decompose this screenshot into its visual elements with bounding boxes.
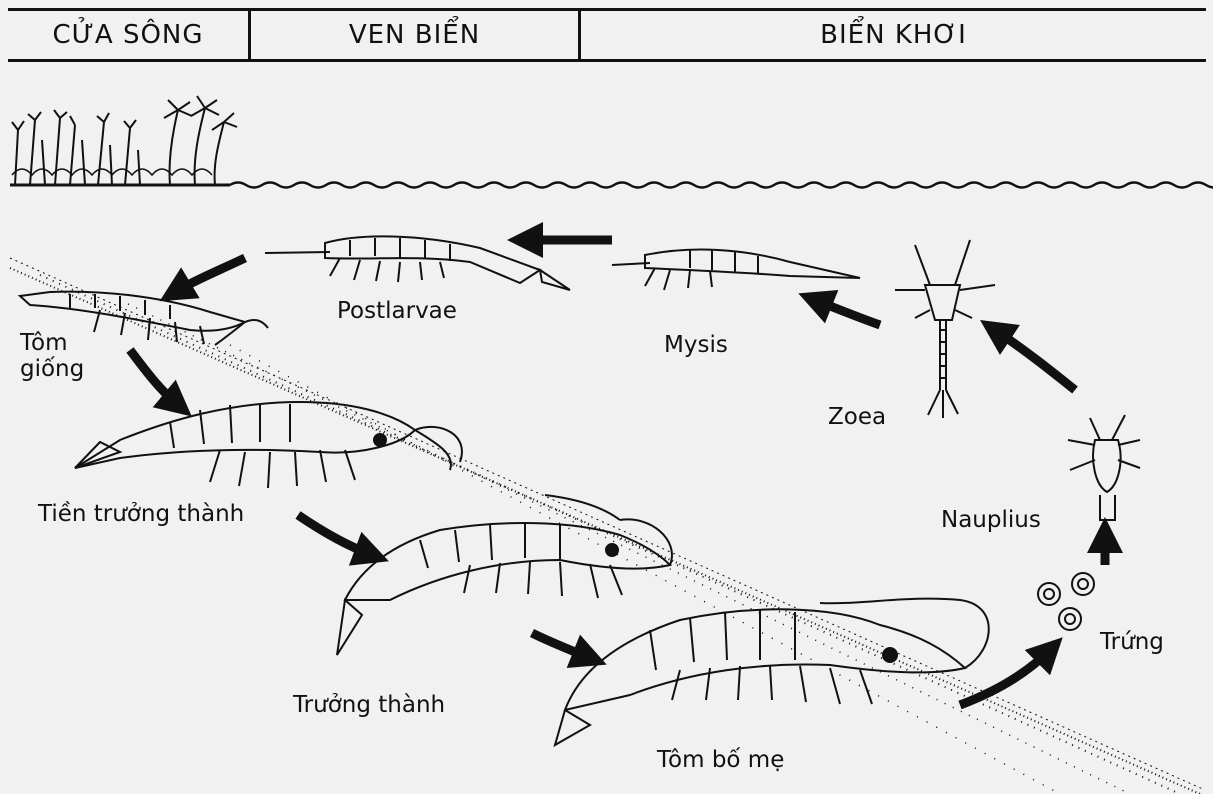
shore-vegetation (10, 96, 237, 185)
label-nauplius: Nauplius (941, 507, 1041, 533)
label-postlarvae: Postlarvae (337, 298, 457, 324)
label-truong-thanh: Trưởng thành (293, 692, 445, 718)
label-tom-bo-me: Tôm bố mẹ (657, 747, 784, 773)
arrow-eggs-to-broodstock (960, 650, 1050, 705)
arrow-nauplius-to-zoea (995, 330, 1075, 390)
water-surface (230, 183, 1213, 188)
subadult-shrimp (75, 402, 462, 488)
mysis-shrimp (612, 250, 860, 290)
label-zoea: Zoea (828, 404, 886, 430)
nauplius-larva (1068, 415, 1140, 520)
postlarvae-shrimp (265, 236, 570, 290)
broodstock-shrimp (555, 599, 989, 745)
cycle-arrows (130, 240, 1105, 705)
label-tien-truong-thanh: Tiền trưởng thành (38, 501, 244, 527)
arrow-postlarvae-to-juvenile (175, 258, 245, 292)
zoea-larva (895, 240, 995, 418)
arrow-adult-to-broodstock (532, 633, 590, 658)
label-trung: Trứng (1100, 629, 1164, 655)
arrow-zoea-to-mysis (815, 300, 880, 325)
adult-shrimp (337, 495, 672, 655)
label-tom-giong: Tôm giống (20, 330, 110, 383)
eggs (1038, 573, 1094, 630)
arrow-juvenile-to-subadult (130, 350, 178, 405)
arrow-subadult-to-adult (298, 515, 372, 555)
label-mysis: Mysis (664, 332, 728, 358)
